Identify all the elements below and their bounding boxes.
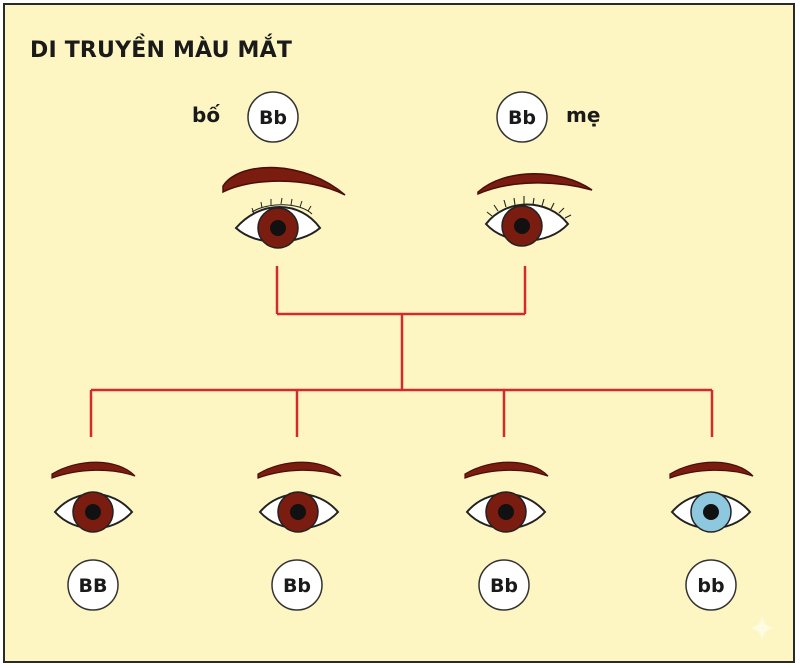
child-1-genotype-badge: BB (67, 559, 119, 611)
child-3-eye-icon (464, 461, 549, 533)
child-3-genotype: Bb (490, 575, 518, 597)
child-2-eye-icon (257, 461, 342, 533)
child-1-genotype: BB (79, 575, 108, 597)
mother-label: mẹ (566, 103, 601, 127)
mother-genotype-badge: Bb (496, 91, 548, 143)
child-4-eye-icon (669, 461, 754, 533)
mother-genotype: Bb (508, 107, 536, 129)
inheritance-connectors (89, 266, 714, 437)
child-3-genotype-badge: Bb (478, 559, 530, 611)
child-2-genotype: Bb (283, 575, 311, 597)
father-genotype-badge: Bb (247, 91, 299, 143)
diagram-board (3, 3, 795, 663)
child-2-genotype-badge: Bb (271, 559, 323, 611)
child-4-genotype: bb (697, 575, 724, 597)
father-label: bố (192, 103, 221, 127)
mother-eye-icon (477, 173, 593, 247)
diagram-title: DI TRUYỀN MÀU MẮT (30, 38, 293, 63)
child-4-genotype-badge: bb (685, 559, 737, 611)
father-genotype: Bb (259, 107, 287, 129)
sparkle-icon (750, 616, 774, 640)
father-eye-icon (222, 166, 346, 249)
child-1-eye-icon (51, 461, 136, 533)
